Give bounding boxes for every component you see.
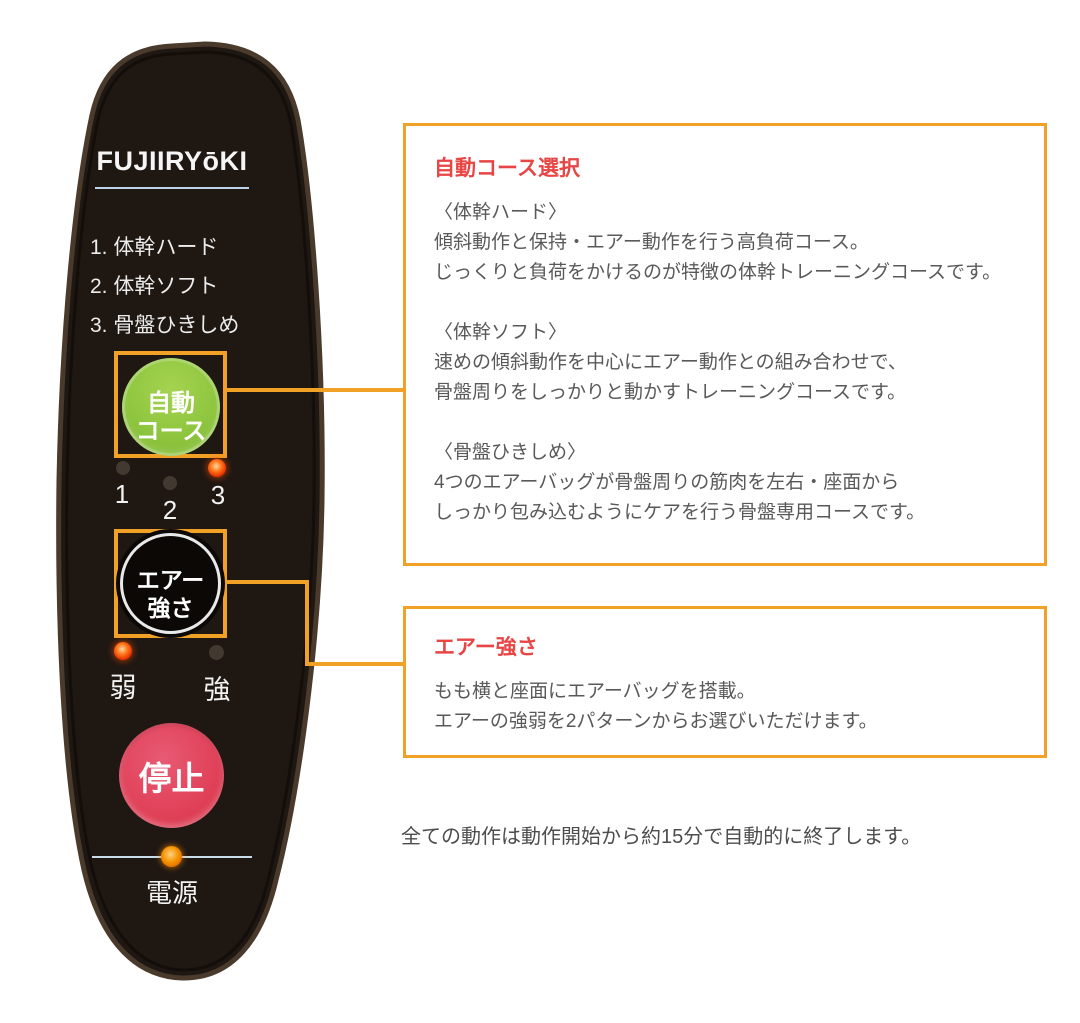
callout-auto-course: 自動コース選択 〈体幹ハード〉 傾斜動作と保持・エアー動作を行う高負荷コース。 … — [403, 123, 1047, 566]
connector-air-horizontal-2 — [305, 662, 403, 666]
course-led-3 — [208, 459, 226, 477]
power-led — [161, 846, 182, 867]
air-strength-button-label-line2: 強さ — [147, 594, 194, 621]
power-label: 電源 — [145, 878, 198, 908]
stop-button-label: 停止 — [138, 759, 205, 797]
course-list-item-2: 2. 体幹ソフト — [90, 275, 219, 298]
section-heading: 〈体幹ハード〉 — [434, 202, 568, 223]
section-text-line: じっくりと負荷をかけるのが特徴の体幹トレーニングコースです。 — [434, 262, 1002, 283]
air-weak-led — [114, 642, 132, 660]
course-led-label-1: 1 — [114, 479, 130, 509]
remote-shell — [56, 41, 325, 981]
callout-air-strength: エアー強さ もも横と座面にエアーバッグを搭載。 エアーの強弱を2パターンからお選… — [403, 606, 1047, 758]
course-list: 1. 体幹ハード 2. 体幹ソフト 3. 骨盤ひきしめ — [90, 228, 280, 345]
highlight-box-auto-course — [114, 351, 227, 458]
section-text-line: 4つのエアーバッグが骨盤周りの筋肉を左右・座面から — [434, 472, 900, 493]
callout-air-strength-title: エアー強さ — [434, 636, 538, 659]
callout-section-taikan-soft: 〈体幹ソフト〉 速めの傾斜動作を中心にエアー動作との組み合わせで、 骨盤周りをし… — [434, 318, 1016, 408]
course-list-item-1: 1. 体幹ハード — [90, 236, 219, 259]
air-strong-led — [209, 645, 224, 660]
callout-section-taikan-hard: 〈体幹ハード〉 傾斜動作と保持・エアー動作を行う高負荷コース。 じっくりと負荷を… — [434, 198, 1016, 288]
stop-button[interactable]: 停止 — [119, 723, 224, 828]
course-led-label-3: 3 — [210, 480, 226, 510]
course-led-1 — [116, 461, 130, 475]
air-strength-button-label-line1: エアー — [136, 566, 205, 593]
remote-face-edge — [65, 50, 316, 972]
course-led-label-2: 2 — [162, 495, 178, 525]
section-text-line: しっかり包み込むようにケアを行う骨盤専用コースです。 — [434, 502, 926, 523]
callout-section-kotsuban: 〈骨盤ひきしめ〉 4つのエアーバッグが骨盤周りの筋肉を左右・座面から しっかり包… — [434, 438, 1016, 528]
connector-air-vertical — [305, 580, 309, 666]
section-text-line: 傾斜動作と保持・エアー動作を行う高負荷コース。 — [434, 232, 869, 253]
section-text-line: 骨盤周りをしっかりと動かすトレーニングコースです。 — [434, 382, 907, 403]
auto-course-button-label-line2: コース — [135, 418, 207, 445]
section-text-line: 速めの傾斜動作を中心にエアー動作との組み合わせで、 — [434, 352, 907, 373]
callout-auto-course-title: 自動コース選択 — [434, 157, 580, 180]
brand-logo: FUJIIRYōKI — [96, 146, 248, 176]
course-led-2 — [163, 476, 177, 490]
section-heading: 〈骨盤ひきしめ〉 — [434, 442, 587, 463]
section-heading: 〈体幹ソフト〉 — [434, 322, 568, 343]
highlight-box-air-strength — [114, 529, 227, 638]
air-strength-text-line: エアーの強弱を2パターンからお選びいただけます。 — [434, 711, 878, 732]
connector-auto-course-line — [227, 388, 403, 392]
logo-divider-line — [95, 187, 249, 189]
air-strength-button[interactable]: エアー 強さ — [120, 533, 221, 634]
auto-course-button[interactable]: 自動 コース — [122, 358, 220, 456]
air-strong-label: 強 — [203, 675, 231, 705]
footnote: 全ての動作は動作開始から約15分で自動的に終了します。 — [401, 826, 922, 848]
auto-course-button-label-line1: 自動 — [147, 390, 195, 418]
air-weak-label: 弱 — [109, 673, 137, 703]
connector-air-horizontal-1 — [227, 580, 309, 584]
course-list-item-3: 3. 骨盤ひきしめ — [90, 314, 240, 337]
air-strength-text-line: もも横と座面にエアーバッグを搭載。 — [434, 681, 756, 702]
